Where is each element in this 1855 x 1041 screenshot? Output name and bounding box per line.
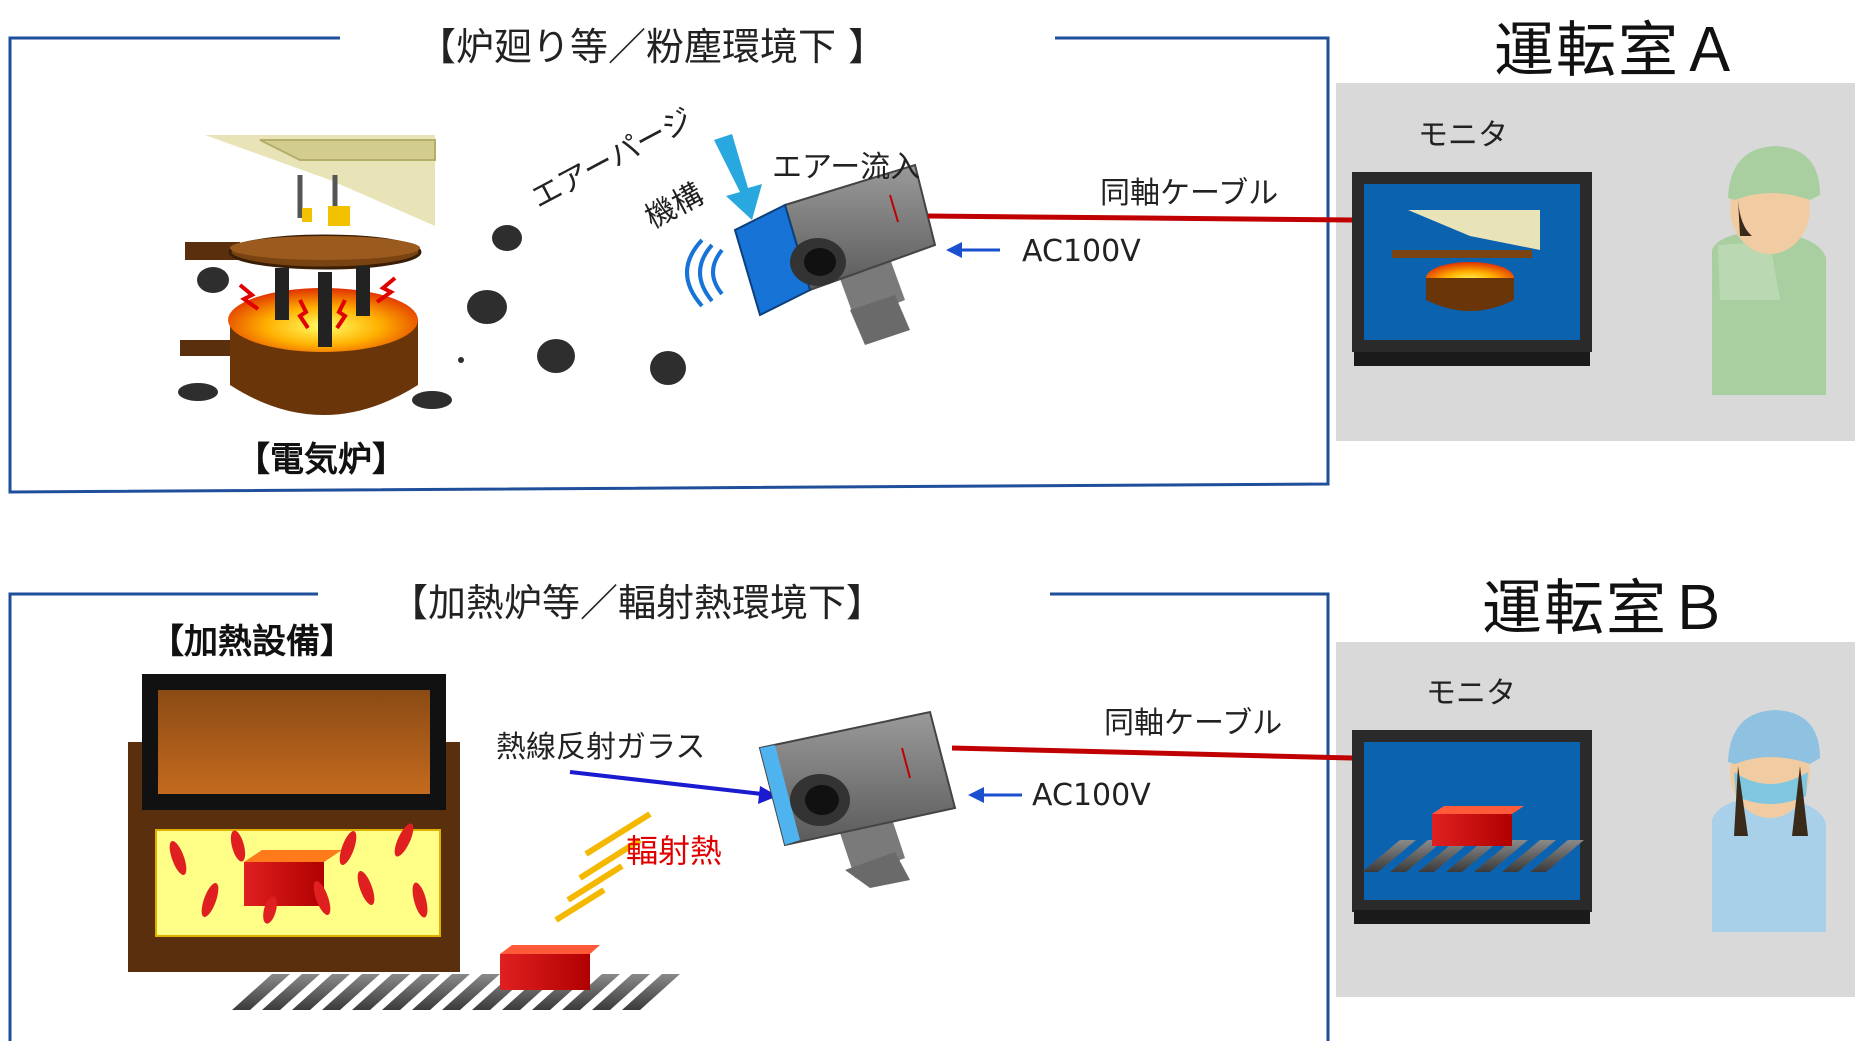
roller-conveyor-icon (232, 945, 680, 1010)
equipment-label-a: 【電気炉】 (236, 440, 406, 480)
coax-cable-a (927, 213, 1353, 223)
roller (232, 974, 290, 1010)
operator-icon (1712, 146, 1826, 395)
glass-label: 熱線反射ガラス (496, 730, 706, 765)
crane-icon (205, 135, 436, 226)
heating-equipment-icon (128, 674, 460, 972)
roller (562, 974, 620, 1010)
camera-icon (685, 163, 937, 345)
monitor-roller (1474, 840, 1528, 872)
roller (322, 974, 380, 1010)
monitor-label-a: モニタ (1418, 118, 1508, 153)
camera-icon-b (758, 710, 957, 888)
monitor-roller (1446, 840, 1500, 872)
radiant-heat-label: 輻射熱 (626, 832, 723, 870)
room-title-b: 運転室Ｂ (1482, 574, 1730, 644)
monitor-roller (1530, 840, 1584, 872)
monitor-roller (1418, 840, 1472, 872)
panel-title-b: 【加熱炉等／輻射熱環境下】 (390, 581, 885, 625)
roller (292, 974, 350, 1010)
monitor-icon (1352, 172, 1592, 366)
dust-icon (178, 225, 686, 409)
roller (382, 974, 440, 1010)
cable-label-a: 同軸ケーブル (1100, 176, 1279, 211)
room-title-a: 運転室Ａ (1494, 16, 1742, 86)
roller (442, 974, 500, 1010)
power-arrow-a (946, 242, 1000, 258)
monitor-roller (1502, 840, 1556, 872)
monitor-roller (1362, 840, 1416, 872)
air-arrow-icon (714, 134, 762, 220)
roller (352, 974, 410, 1010)
coax-cable-b (951, 745, 1353, 761)
equipment-label-b: 【加熱設備】 (150, 622, 354, 662)
panel-title-a: 【炉廻り等／粉塵環境下 】 (418, 25, 887, 69)
cable-label-b: 同軸ケーブル (1104, 706, 1283, 741)
furnace-icon (180, 234, 422, 415)
frame-b (8, 592, 1330, 1041)
roller (262, 974, 320, 1010)
power-arrow-b (968, 787, 1022, 803)
power-label-b: AC100V (1032, 778, 1151, 813)
roller (622, 974, 680, 1010)
roller (592, 974, 650, 1010)
power-label-a: AC100V (1022, 234, 1141, 269)
radiant-heat-icon (554, 811, 652, 923)
roller (412, 974, 470, 1010)
air-inflow-label: エアー流入 (772, 150, 921, 185)
monitor-roller (1390, 840, 1444, 872)
monitor-icon-b (1352, 730, 1592, 924)
operator-icon-b (1712, 710, 1826, 932)
monitor-label-b: モニタ (1426, 676, 1516, 711)
frame-a (8, 36, 1330, 494)
glass-arrow (569, 770, 778, 804)
